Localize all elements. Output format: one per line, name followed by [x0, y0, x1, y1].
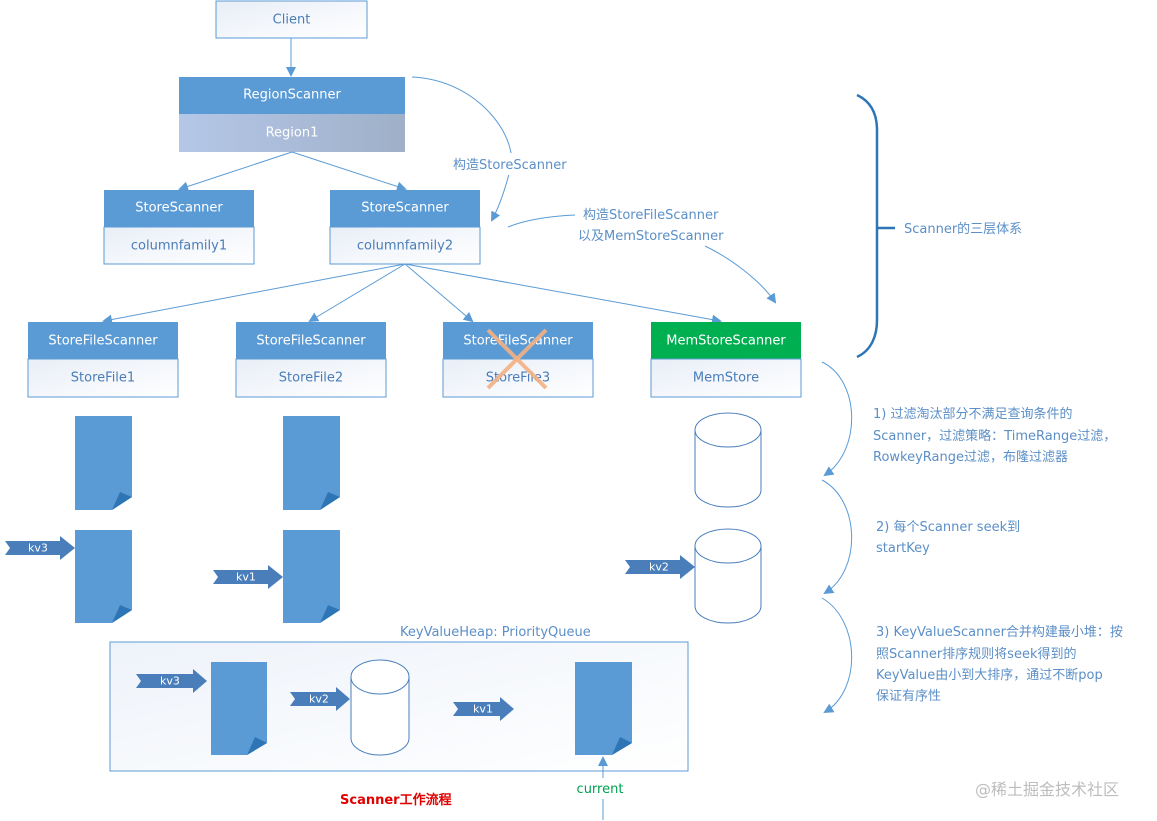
document-icon: [211, 662, 267, 755]
cf2-to-sf3-connector: [404, 263, 474, 323]
step-line: 2) 每个Scanner seek到: [876, 519, 1020, 535]
column-family-label: columnfamily2: [357, 239, 453, 254]
step-line: 3) KeyValueScanner合并构建最小堆：按: [876, 625, 1123, 640]
region-to-cf2-connector: [291, 151, 407, 192]
filtered-cross-icon: [486, 328, 548, 390]
diagram-caption: Scanner工作流程: [340, 792, 452, 808]
step-line: Scanner，过滤策略：TimeRange过滤，: [873, 428, 1116, 444]
cf2-to-sf2-connector: [308, 263, 406, 323]
file-scanner-1: StoreFileScanner StoreFile1: [27, 322, 179, 398]
file-scanner-label: StoreFileScanner: [256, 334, 366, 349]
store-file-label: StoreFile1: [71, 371, 135, 386]
kv-label: kv2: [649, 561, 669, 574]
store-scanner-label: StoreScanner: [135, 201, 223, 216]
memstore-scanner-label: MemStoreScanner: [666, 334, 786, 349]
heap-item-kv3: kv3: [136, 662, 267, 755]
cf2-to-memstore-connector: [404, 263, 722, 325]
step3-arc: [821, 597, 853, 714]
construct-file-note-line1: 构造StoreFileScanner: [583, 208, 719, 223]
store-scanner-cf2: StoreScanner columnfamily2: [329, 190, 481, 265]
region-to-cf1-connector: [178, 151, 293, 192]
file-scanner-3-filtered: StoreFileScanner StoreFile3: [442, 322, 594, 398]
kv2-seek-arrow: kv2: [625, 555, 695, 579]
region-label: Region1: [266, 126, 319, 141]
construct-file-curve: [704, 245, 777, 304]
store-scanner-cf1: StoreScanner columnfamily1: [103, 190, 255, 265]
kv-label: kv1: [473, 703, 493, 716]
heap-title: KeyValueHeap: PriorityQueue: [400, 625, 591, 640]
heap-item-kv1: kv1: [453, 662, 632, 755]
step1-note: 1) 过滤淘汰部分不满足查询条件的 Scanner，过滤策略：TimeRange…: [873, 406, 1116, 465]
construct-store-note: 构造StoreScanner: [453, 158, 567, 173]
step-line: RowkeyRange过滤，布隆过滤器: [873, 450, 1068, 465]
step2-arc: [821, 479, 853, 595]
file-scanner-2: StoreFileScanner StoreFile2: [235, 322, 387, 398]
memstore-label: MemStore: [693, 371, 759, 386]
storefile1-document-icon-seek: [75, 530, 132, 623]
kv3-seek-arrow: kv3: [5, 536, 75, 560]
region-scanner-label: RegionScanner: [243, 88, 341, 103]
kv-label: kv1: [236, 571, 256, 584]
column-family-label: columnfamily1: [131, 239, 227, 254]
kv-label: kv2: [309, 693, 329, 706]
step-line: 保证有序性: [876, 689, 941, 704]
construct-file-tail: [507, 214, 576, 228]
kv-label: kv3: [160, 675, 180, 688]
construct-file-note-line2: 以及MemStoreScanner: [578, 229, 724, 244]
three-layer-brace: [856, 93, 879, 359]
region-scanner-box: RegionScanner Region1: [179, 77, 405, 152]
file-scanner-label: StoreFileScanner: [48, 334, 158, 349]
watermark: @稀土掘金技术社区: [975, 780, 1119, 799]
current-label: current: [577, 782, 624, 797]
heap-item-kv2: kv2: [290, 659, 410, 756]
step-line: 照Scanner排序规则将seek得到的: [876, 646, 1077, 662]
step3-note: 3) KeyValueScanner合并构建最小堆：按 照Scanner排序规则…: [876, 625, 1123, 704]
cylinder-icon: [350, 659, 410, 695]
store-scanner-label: StoreScanner: [361, 201, 449, 216]
kv1-seek-arrow: kv1: [213, 565, 283, 589]
step-line: startKey: [876, 541, 930, 556]
memstore-cylinder-icon-seek: [694, 528, 762, 624]
storefile2-document-icon-seek: [283, 530, 340, 623]
step-line: 1) 过滤淘汰部分不满足查询条件的: [873, 406, 1072, 422]
memstore-scanner: MemStoreScanner MemStore: [650, 322, 802, 398]
client-label: Client: [273, 13, 311, 28]
three-layer-note: Scanner的三层体系: [904, 221, 1022, 237]
storefile2-document-icon-top: [283, 416, 340, 510]
kv-label: kv3: [28, 542, 48, 555]
step2-note: 2) 每个Scanner seek到 startKey: [876, 519, 1020, 556]
step-line: KeyValue由小到大排序，通过不断pop: [876, 668, 1103, 683]
document-icon: [575, 662, 632, 755]
file-scanner-label: StoreFileScanner: [463, 334, 573, 349]
client-box: Client: [215, 0, 368, 39]
step1-arc: [821, 361, 853, 477]
store-file-label: StoreFile2: [279, 371, 343, 386]
memstore-cylinder-icon-top: [694, 412, 762, 508]
storefile1-document-icon-top: [75, 416, 132, 510]
cf2-to-sf1-connector: [102, 263, 406, 325]
